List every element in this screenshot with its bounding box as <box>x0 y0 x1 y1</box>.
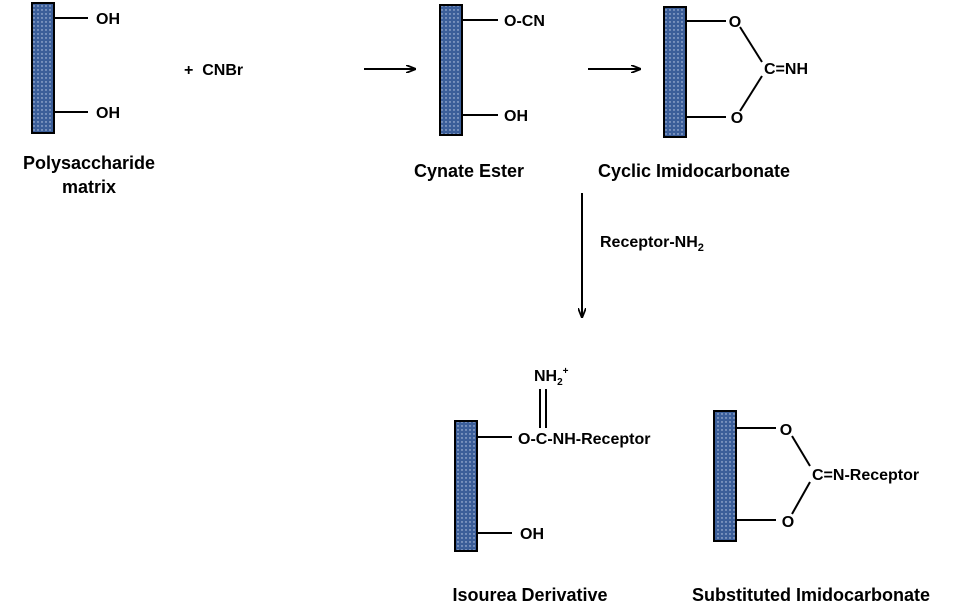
cyclic-upper-ring-bond <box>739 26 763 63</box>
cyclic-imidocarbonate: O O C=NH Cyclic Imidocarbonate <box>598 6 808 181</box>
isourea-derivative: O-C-NH-Receptor NH2+ OH Isourea Derivati… <box>452 366 650 605</box>
cyclic-caption: Cyclic Imidocarbonate <box>598 161 790 181</box>
substituted-lower-ring-bond <box>791 481 811 515</box>
receptor-reagent-sub: 2 <box>698 242 704 254</box>
matrix-bead <box>31 2 55 134</box>
substituted-bead <box>713 410 737 542</box>
isourea-bottom-group: OH <box>520 526 544 543</box>
substituted-upper-ring-bond <box>791 435 811 467</box>
cyanate-bottom-group: OH <box>504 108 528 125</box>
matrix-caption-line1: Polysaccharide <box>23 153 155 173</box>
isourea-top-sup: + <box>563 366 569 377</box>
polysaccharide-matrix: OH OH Polysaccharide matrix <box>23 2 155 197</box>
matrix-top-group: OH <box>96 11 120 28</box>
matrix-caption-line2: matrix <box>62 177 116 197</box>
isourea-caption: Isourea Derivative <box>452 585 607 605</box>
substituted-bottom-atom: O <box>782 514 794 531</box>
cyanate-ester: O-CN OH Cynate Ester <box>414 4 545 181</box>
cyclic-top-atom: O <box>729 14 741 31</box>
cyclic-lower-ring-bond <box>739 75 763 112</box>
cyclic-bead <box>663 6 687 138</box>
receptor-reagent-label: Receptor-NH2 <box>600 234 704 254</box>
isourea-top-main: NH <box>534 368 557 385</box>
cyanate-top-group: O-CN <box>504 13 545 30</box>
isourea-top-sub: 2 <box>557 377 563 388</box>
reagent-label: + CNBr <box>184 62 243 79</box>
cyanate-bead <box>439 4 463 136</box>
substituted-caption: Substituted Imidocarbonate <box>692 585 930 605</box>
cyanate-caption: Cynate Ester <box>414 161 524 181</box>
cyclic-center-group: C=NH <box>764 61 808 78</box>
substituted-center-group: C=N-Receptor <box>812 467 919 484</box>
substituted-top-atom: O <box>780 422 792 439</box>
isourea-bead <box>454 420 478 552</box>
matrix-bottom-group: OH <box>96 105 120 122</box>
receptor-reagent-main: Receptor-NH <box>600 234 698 251</box>
cyclic-bottom-atom: O <box>731 110 743 127</box>
substituted-imidocarbonate: O O C=N-Receptor Substituted Imidocarbon… <box>692 410 930 605</box>
isourea-top-group: NH2+ <box>534 366 569 388</box>
isourea-chain: O-C-NH-Receptor <box>518 431 650 448</box>
